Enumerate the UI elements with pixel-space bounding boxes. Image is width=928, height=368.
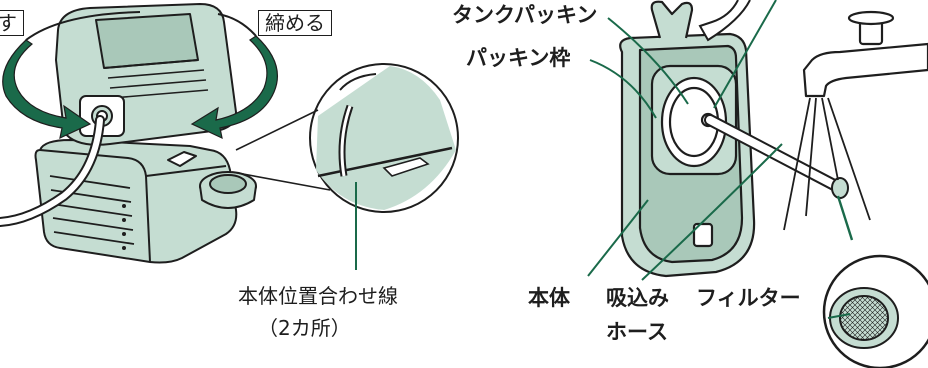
suction-hose-label-line2: ホース <box>606 320 668 344</box>
suction-hose-label-line1: 吸込み <box>606 286 669 310</box>
tighten-arrow <box>190 35 278 140</box>
tank-unit <box>34 3 257 264</box>
callout-bubble <box>698 0 751 42</box>
tighten-label: 締める <box>258 10 332 36</box>
filter-label: フィルター <box>696 286 801 310</box>
tank-packing-label: タンクパッキン <box>452 3 598 27</box>
filter-zoom <box>822 195 928 368</box>
tank-body <box>619 0 756 278</box>
loosen-label: す <box>0 10 24 36</box>
loosen-arrow <box>2 39 92 140</box>
right-leaders <box>587 0 783 281</box>
packing-frame-label: パッキン枠 <box>466 46 571 70</box>
alignment-line-label: 本体位置合わせ線 <box>238 284 398 308</box>
alignment-zoom <box>309 63 459 213</box>
water-streams <box>783 97 871 231</box>
main-body-label: 本体 <box>528 286 570 310</box>
alignment-count-label: （2カ所） <box>258 316 351 340</box>
faucet <box>802 10 928 98</box>
